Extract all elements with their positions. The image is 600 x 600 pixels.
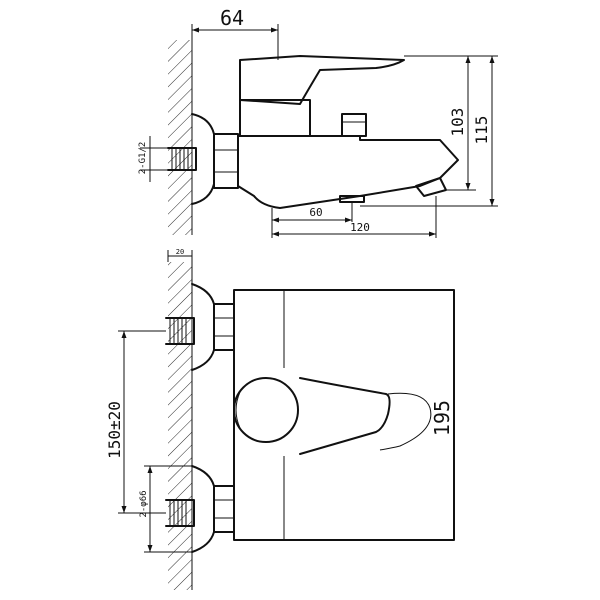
dim-body-height-label: 195 bbox=[430, 400, 454, 436]
upper-hex-nut bbox=[213, 303, 235, 351]
lower-inlet-pipe bbox=[165, 499, 195, 527]
dim-wall-offset-label: 20 bbox=[176, 248, 184, 256]
wall-hatch-front bbox=[168, 262, 192, 590]
upper-inlet-pipe bbox=[165, 317, 195, 345]
front-view: 20 195 150±20 2-φ66 bbox=[105, 248, 455, 590]
dim-total-length-label: 120 bbox=[350, 221, 370, 234]
cartridge-column bbox=[239, 99, 311, 137]
diverter-knob bbox=[341, 113, 367, 137]
handle-lever-top bbox=[239, 55, 405, 105]
side-view: 64 103 115 60 120 2-G1/2 bbox=[138, 6, 498, 238]
mixer-body-front bbox=[233, 289, 455, 541]
flange-diameter-label: 2-φ66 bbox=[139, 490, 149, 517]
dim-total-height-label: 115 bbox=[472, 116, 491, 145]
aerator-top bbox=[415, 177, 447, 197]
dim-spout-reach-label: 60 bbox=[309, 206, 322, 219]
dim-spout-height-label: 103 bbox=[448, 108, 467, 137]
dim-center-distance-label: 150±20 bbox=[105, 401, 124, 459]
hex-nut-top bbox=[213, 133, 239, 189]
inlet-pipe-top bbox=[167, 147, 197, 171]
upper-flange bbox=[191, 283, 215, 371]
wall-hatch-top bbox=[168, 40, 192, 235]
lower-flange bbox=[191, 465, 215, 553]
lower-hex-nut bbox=[213, 485, 235, 533]
dim-depth-label: 64 bbox=[220, 6, 244, 30]
handle-lever-front bbox=[299, 377, 391, 455]
mixer-body-top bbox=[237, 135, 459, 209]
handle-base bbox=[233, 377, 299, 443]
thread-spec-label: 2-G1/2 bbox=[138, 142, 148, 175]
